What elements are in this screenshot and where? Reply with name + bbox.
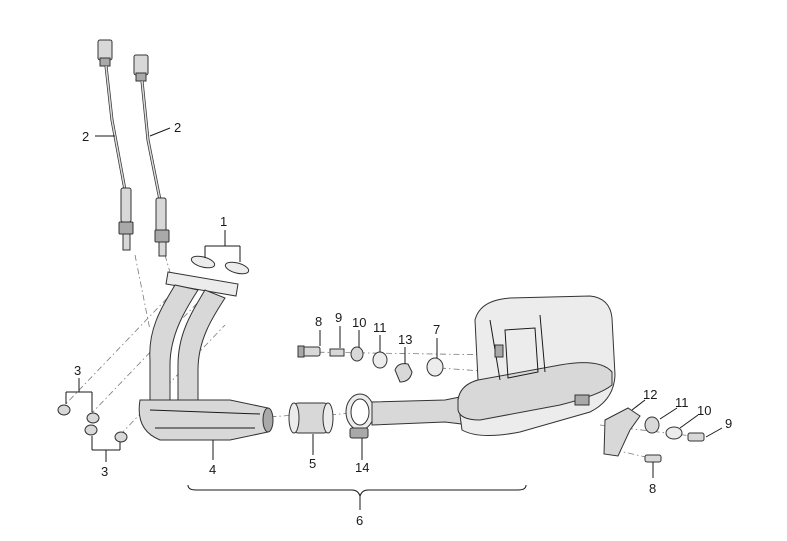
callout-2-left: 2 bbox=[82, 129, 89, 144]
callout-13: 13 bbox=[398, 332, 412, 347]
callout-7: 7 bbox=[433, 322, 440, 337]
callout-6: 6 bbox=[356, 513, 363, 528]
exhaust-header bbox=[138, 271, 274, 441]
oxygen-sensor-left bbox=[97, 39, 134, 251]
callout-5: 5 bbox=[309, 456, 316, 471]
mounting-hardware-right bbox=[603, 407, 705, 463]
gasket-pair bbox=[190, 255, 250, 275]
callout-10-left: 10 bbox=[352, 315, 366, 330]
callout-11-right: 11 bbox=[675, 395, 689, 410]
callout-9-right: 9 bbox=[725, 416, 732, 431]
callout-14: 14 bbox=[355, 460, 369, 475]
callout-8-right: 8 bbox=[649, 481, 656, 496]
callout-11-left: 11 bbox=[373, 320, 387, 335]
callout-3-top: 3 bbox=[74, 363, 81, 378]
callout-labels: 1 2 2 3 3 4 5 6 7 8 8 9 9 10 10 11 11 12… bbox=[74, 120, 732, 528]
nuts bbox=[57, 404, 128, 443]
callout-9-left: 9 bbox=[335, 310, 342, 325]
exhaust-clamp bbox=[345, 393, 375, 439]
callout-2-right: 2 bbox=[174, 120, 181, 135]
oxygen-sensor-right bbox=[133, 54, 170, 257]
leader-lines bbox=[65, 127, 723, 510]
callout-12: 12 bbox=[643, 387, 657, 402]
callout-4: 4 bbox=[209, 462, 216, 477]
mounting-hardware-left bbox=[297, 345, 444, 383]
exhaust-sleeve bbox=[288, 402, 334, 434]
callout-3-bottom: 3 bbox=[101, 464, 108, 479]
callout-1: 1 bbox=[220, 214, 227, 229]
callout-10-right: 10 bbox=[697, 403, 711, 418]
muffler bbox=[371, 295, 616, 436]
callout-8-left: 8 bbox=[315, 314, 322, 329]
